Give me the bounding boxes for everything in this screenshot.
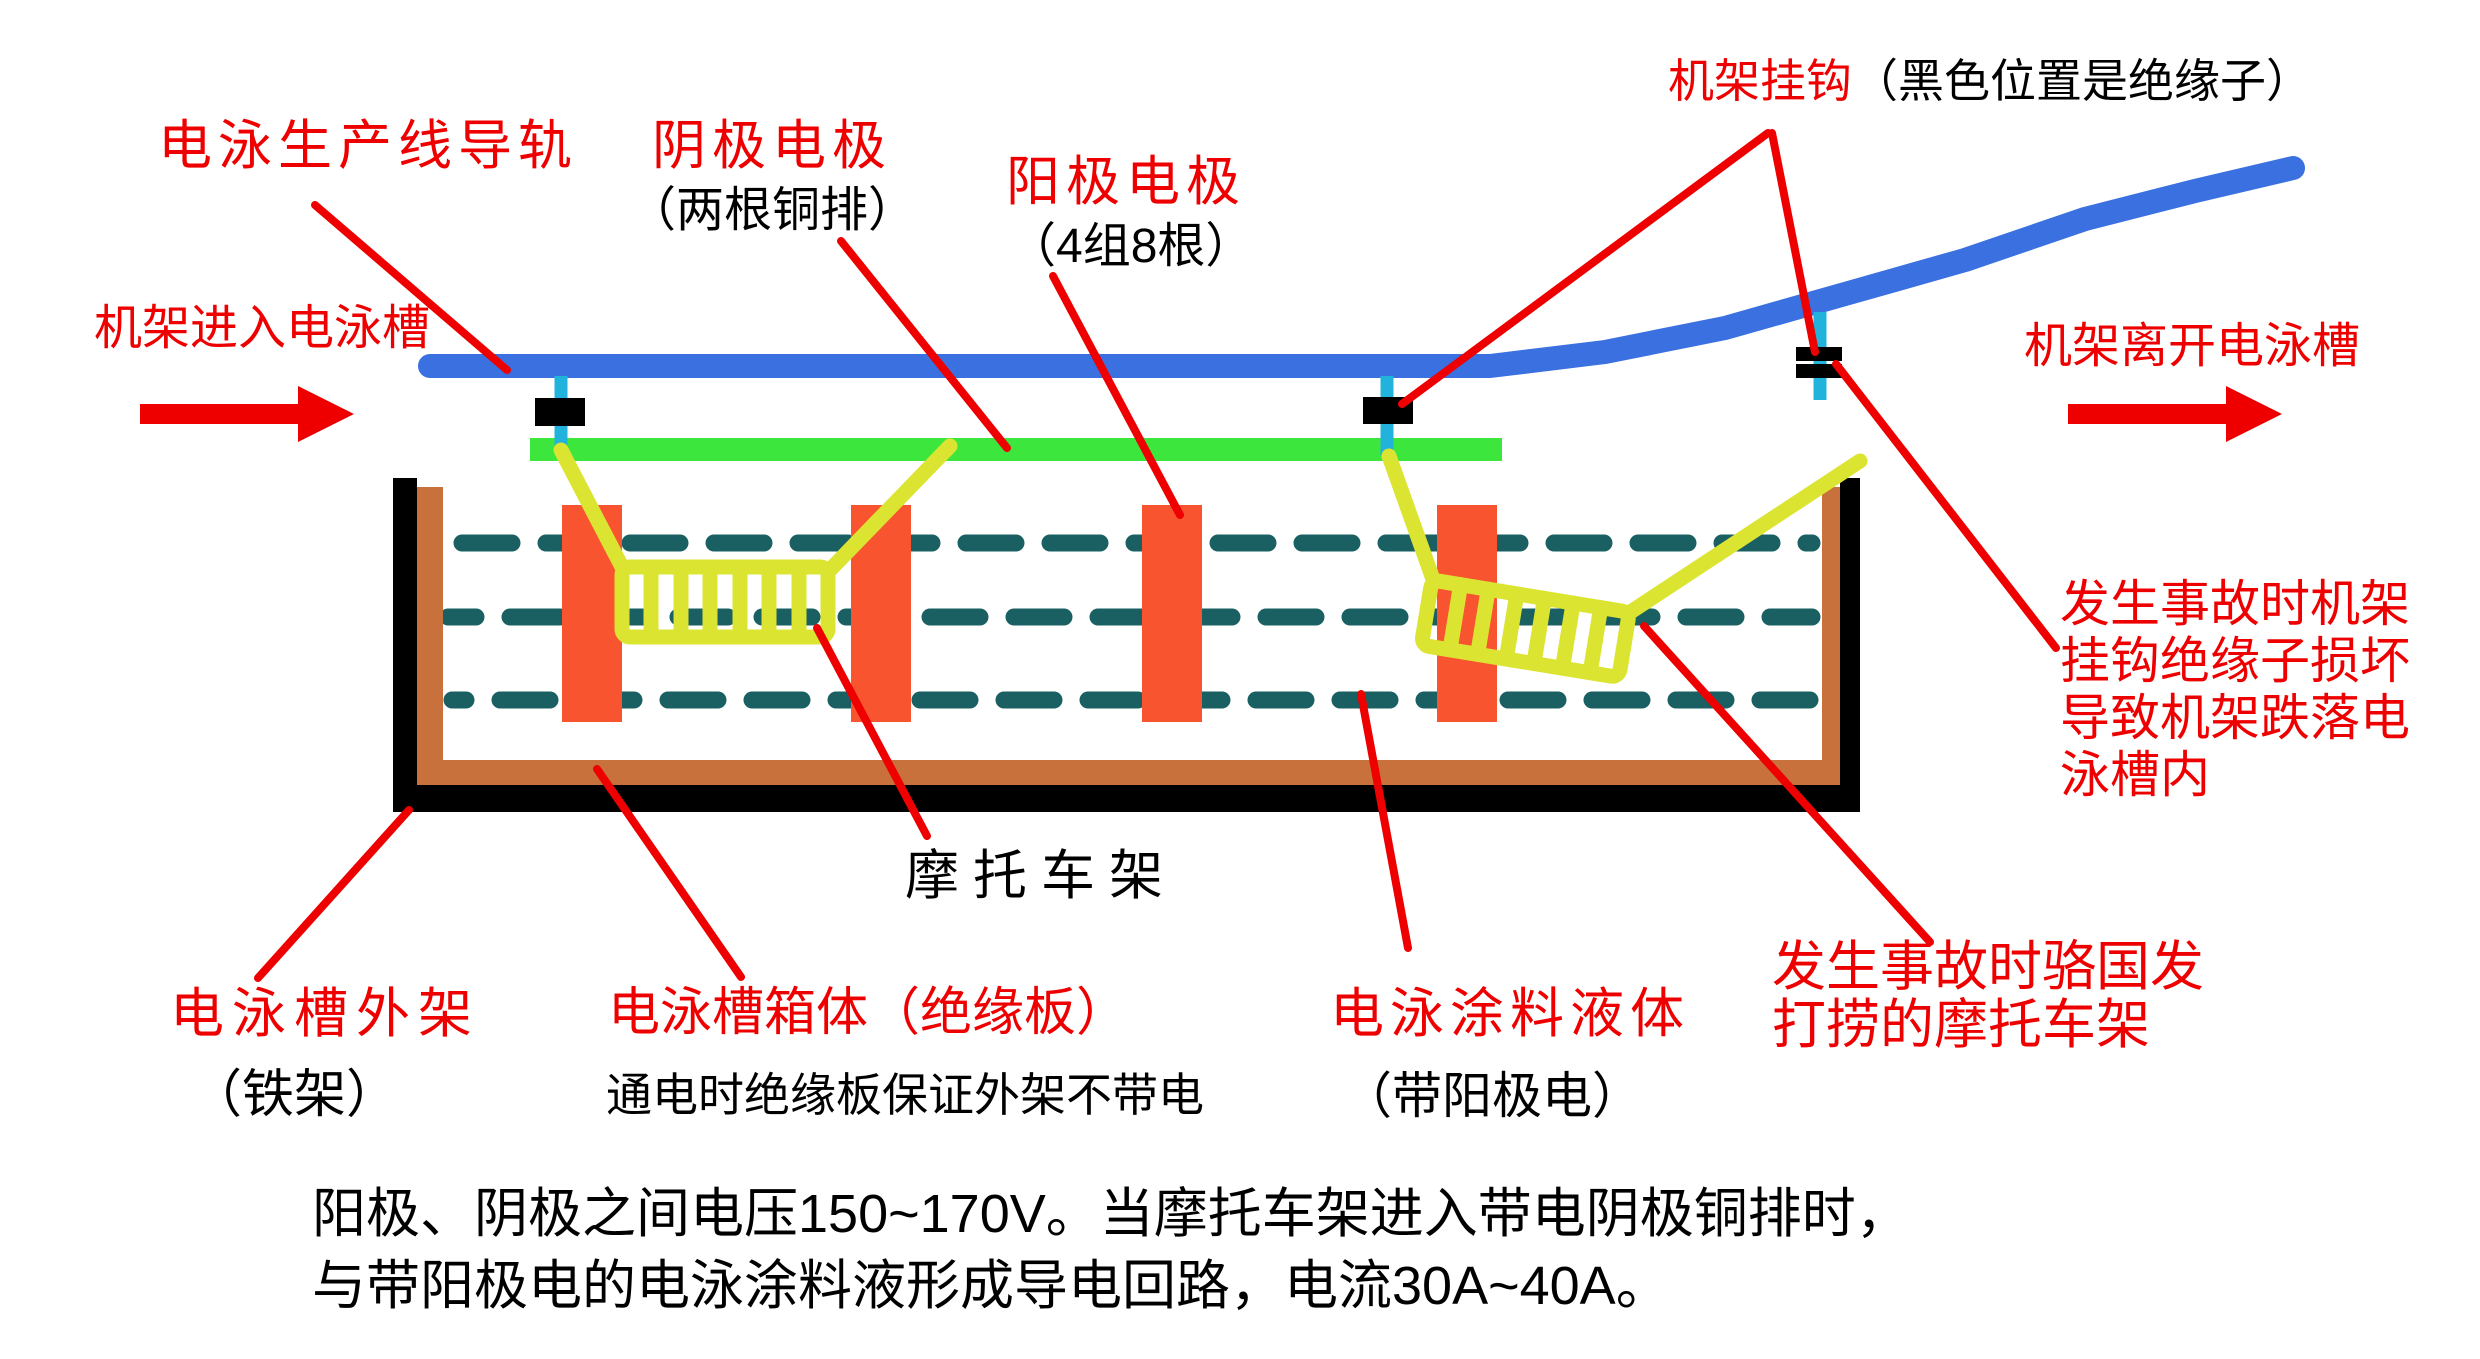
exit-arrow	[2068, 386, 2282, 442]
exit-arrow-head	[2226, 386, 2282, 442]
frame1-right-arm	[820, 438, 958, 580]
label-anode: 阳极电极	[1006, 152, 1246, 212]
frame1-basket	[614, 559, 836, 645]
label-cathode-sub: （两根铜排）	[628, 184, 917, 237]
label-rail: 电泳生产线导轨	[158, 116, 578, 176]
insulator-block-1	[535, 398, 585, 426]
annotation-leader-lines	[254, 129, 2060, 982]
leader-salvaged-frame	[1640, 622, 1934, 946]
label-tank-body-sub: 通电时绝缘板保证外架不带电	[606, 1069, 1204, 1121]
tank-outer-bottom	[393, 785, 1860, 812]
leader-cathode	[837, 237, 1011, 452]
tank-outer-iron-frame	[393, 478, 1860, 812]
leader-hook-to-insulator2	[1398, 129, 1772, 408]
label-hook-line: 机架挂钩（黑色位置是绝缘子）	[1668, 55, 2312, 108]
salvage-line-1: 发生事故时骆国发	[1772, 937, 2204, 997]
insulator-bar-3a	[1796, 347, 1842, 361]
bottom-paragraph: 阳极、阴极之间电压150~170V。当摩托车架进入带电阴极铜排时， 与带阳极电的…	[312, 1178, 1910, 1322]
frame2-rung	[1498, 586, 1525, 667]
enter-arrow	[140, 386, 354, 442]
label-outer-frame: 电泳槽外架	[170, 984, 480, 1044]
enter-arrow-head	[298, 386, 354, 442]
label-moto-frame: 摩托车架	[905, 846, 1177, 906]
accident-line-1: 发生事故时机架	[2060, 576, 2410, 632]
leader-rail	[311, 201, 511, 374]
tank-outer-right-wall	[1840, 478, 1860, 812]
label-accident-paragraph: 发生事故时机架 挂钩绝缘子损坏 导致机架跌落电 泳槽内	[2060, 576, 2410, 804]
frame2-right-arm	[1621, 453, 1868, 621]
label-paint-sub: （带阳极电）	[1342, 1068, 1642, 1124]
salvage-line-2: 打捞的摩托车架	[1772, 995, 2150, 1055]
motorcycle-frame-fallen	[1381, 448, 1868, 684]
tank-body-bottom	[417, 760, 1840, 785]
tank-insulation-body	[417, 487, 1840, 785]
bottom-line-1: 阳极、阴极之间电压150~170V。当摩托车架进入带电阴极铜排时，	[312, 1184, 1910, 1244]
insulator-bar-3b	[1796, 364, 1842, 378]
label-cathode: 阴极电极	[652, 116, 892, 176]
leader-insulator3-to-accident-text	[1832, 360, 2060, 652]
tank-outer-left-wall	[393, 478, 417, 812]
leader-paint-liquid	[1357, 690, 1412, 952]
leader-outer-frame	[254, 806, 413, 982]
label-outer-frame-sub: （铁架）	[190, 1066, 399, 1124]
frame2-rung	[1470, 581, 1496, 662]
anode-electrode-bars	[562, 505, 1497, 722]
accident-line-3: 导致机架跌落电	[2060, 690, 2410, 746]
tank-body-left-wall	[417, 487, 443, 785]
leader-tank-body	[593, 765, 745, 981]
label-paint: 电泳涂料液体	[1330, 984, 1690, 1044]
label-exit: 机架离开电泳槽	[2024, 320, 2361, 373]
anode-bar-3	[1142, 505, 1202, 722]
label-hook: 机架挂钩	[1668, 55, 1852, 107]
accident-line-4: 泳槽内	[2060, 747, 2210, 803]
label-tank-body: 电泳槽箱体（绝缘板）	[608, 984, 1129, 1042]
label-salvage: 发生事故时骆国发 打捞的摩托车架	[1772, 938, 2204, 1054]
frame2-basket-group	[1415, 573, 1636, 684]
frame2-left-arm	[1381, 448, 1442, 590]
frame1-left-arm	[553, 442, 630, 575]
leader-anode	[1049, 272, 1184, 519]
label-anode-sub: （4组8根）	[1008, 220, 1254, 273]
leader-moto-frame	[813, 624, 931, 840]
bottom-line-2: 与带阳极电的电泳涂料液形成导电回路，电流30A~40A。	[312, 1256, 1670, 1316]
frame2-basket	[1415, 573, 1636, 684]
label-enter: 机架进入电泳槽	[94, 302, 431, 355]
cathode-copper-bar	[530, 438, 1502, 461]
frame2-rung	[1526, 590, 1553, 672]
leader-hook-to-insulator3	[1768, 129, 1819, 356]
frame2-rung	[1442, 577, 1469, 658]
motorcycle-frame-hanging	[553, 438, 958, 645]
frame2-rung	[1554, 595, 1581, 676]
accident-line-2: 挂钩绝缘子损坏	[2060, 633, 2410, 689]
conveyor-rail	[418, 156, 2305, 378]
label-hook-sub: （黑色位置是绝缘子）	[1852, 55, 2312, 107]
frame2-rung	[1582, 600, 1609, 681]
hanger-rods	[554, 312, 1827, 456]
tank-body-right-wall	[1822, 487, 1840, 785]
